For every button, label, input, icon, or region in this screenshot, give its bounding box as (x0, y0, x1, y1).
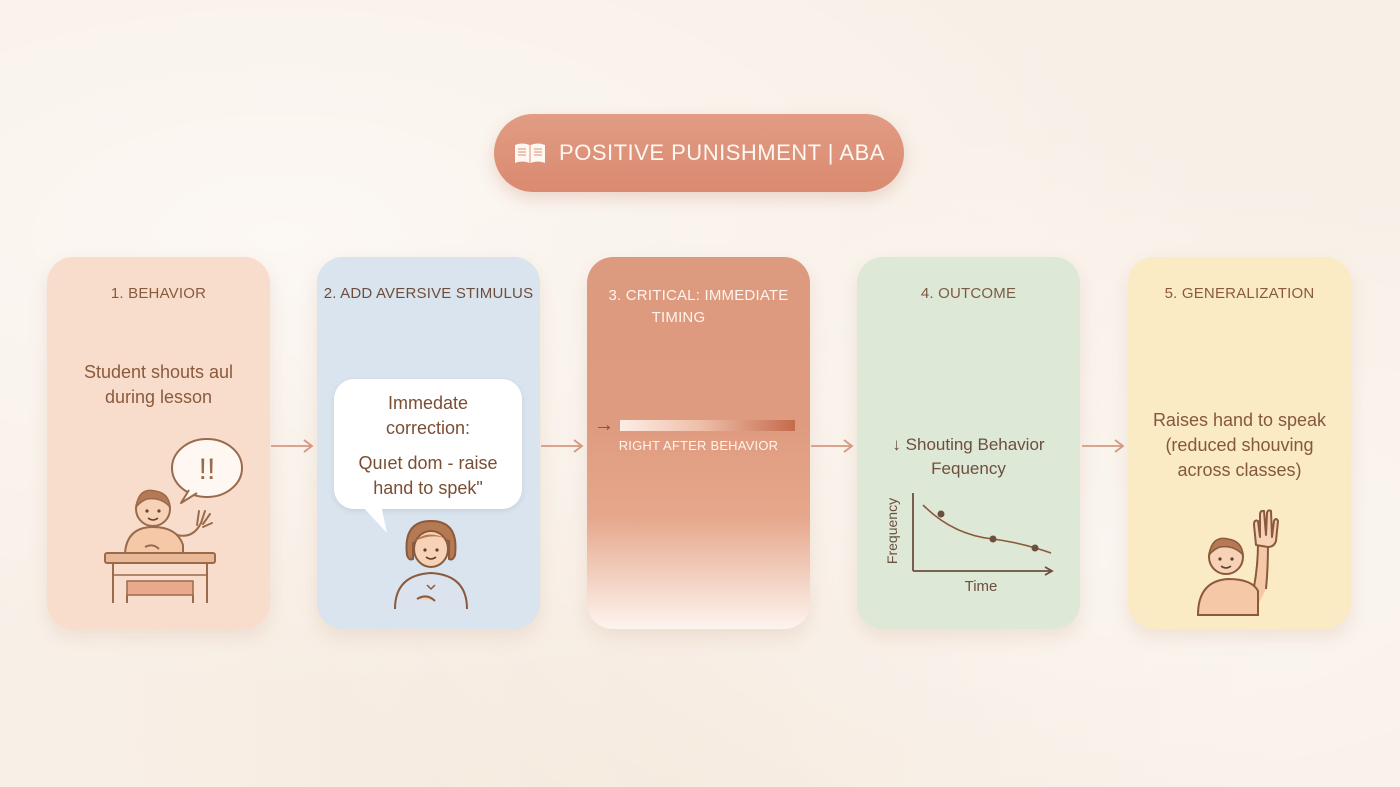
y-axis-label: Frequency (884, 498, 900, 564)
card-body-line: (reduced shouving (1165, 435, 1314, 455)
card-body-line: Student shouts aul (83, 362, 234, 382)
data-point (937, 510, 945, 518)
card-aversive-stimulus: 2. ADD AVERSIVE STIMULUS Immedate correc… (317, 257, 540, 629)
bubble-text: Immedate correction: (340, 391, 516, 441)
card-step-title: 4. OUTCOME (920, 285, 1017, 302)
teacher-illustration (394, 519, 468, 610)
frequency-trend-chart: Frequency Time (884, 493, 1054, 595)
card-step-title: 2. ADD AVERSIVE STIMULUS (323, 285, 534, 302)
bubble-line: hand to spek" (373, 478, 483, 498)
page-title: POSITIVE PUNISHMENT | ABA (559, 140, 885, 165)
data-point (1031, 544, 1039, 552)
title-banner: POSITIVE PUNISHMENT | ABA (494, 114, 904, 192)
card-immediate-timing: 3. CRITICAL: IMMEDIATE TIMING → RIGHT AF… (587, 257, 810, 629)
card-body: ↓ Shouting Behavior Fequency (867, 433, 1070, 481)
child-raising-hand-illustration (1196, 509, 1279, 616)
arrow-right-icon (271, 439, 314, 453)
arrow-right-icon: → (594, 414, 614, 436)
bubble-line: correction: (385, 418, 471, 438)
arrow-right-icon (811, 439, 854, 453)
timing-bar (620, 420, 795, 431)
data-point (989, 535, 997, 543)
bubble-tail (361, 505, 387, 533)
open-book-icon (515, 143, 546, 163)
x-axis-label: Time (965, 578, 998, 595)
card-body: Raises hand to speak (reduced shouving a… (1138, 408, 1341, 483)
card-body-line: across classes) (1177, 460, 1302, 480)
card-body: Student shouts aul during lesson (57, 360, 260, 410)
timing-label: RIGHT AFTER BEHAVIOR (618, 438, 779, 453)
card-step-title: 3. CRITICAL: IMMEDIATE TIMING (601, 285, 796, 329)
card-step-title: 1. BEHAVIOR (110, 285, 207, 302)
arrow-right-icon (541, 439, 584, 453)
step-title-line: TIMING (651, 309, 706, 326)
card-behavior: 1. BEHAVIOR Student shouts aul during le… (47, 257, 270, 629)
speech-bubble: Immedate correction: Quıet dom - raise h… (334, 379, 522, 509)
card-step-title: 5. GENERALIZATION (1164, 285, 1315, 302)
bubble-text: !! (199, 453, 216, 486)
card-body-line: ↓ Shouting Behavior (892, 435, 1045, 454)
student-at-desk-illustration: !! (104, 438, 243, 603)
step-title-line: 3. CRITICAL: IMMEDIATE (608, 287, 789, 304)
exclamation-bubble-icon: !! (171, 438, 243, 504)
arrow-right-icon (1082, 439, 1125, 453)
card-body-line: during lesson (104, 387, 213, 407)
card-outcome: 4. OUTCOME ↓ Shouting Behavior Fequency … (857, 257, 1080, 629)
bubble-line: Immedate (387, 393, 469, 413)
card-body-line: Fequency (931, 459, 1006, 478)
bubble-line: Quıet dom - raise (358, 453, 498, 473)
card-body-line: Raises hand to speak (1152, 410, 1327, 430)
bubble-text: Quıet dom - raise hand to spek" (340, 451, 516, 501)
card-generalization: 5. GENERALIZATION Raises hand to speak (… (1128, 257, 1351, 629)
